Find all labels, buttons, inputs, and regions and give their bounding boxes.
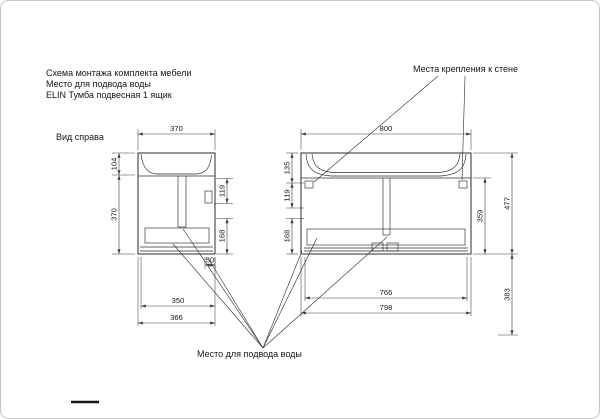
dim-side-inner-width: 350 <box>140 257 215 309</box>
dim-front-top-width-value: 800 <box>380 124 393 133</box>
title-block: Схема монтажа комплекта мебели Место для… <box>46 68 191 100</box>
dim-front-bottom-left: 168 <box>283 218 304 255</box>
dim-side-upper-height-value: 104 <box>110 158 119 171</box>
dim-front-upper-left: 135 <box>283 152 304 184</box>
dim-side-bracket-offset-value: 119 <box>218 185 227 197</box>
wall-mount-leaders <box>313 75 466 183</box>
side-view <box>137 152 216 255</box>
dim-front-top-width: 800 <box>300 124 472 150</box>
dim-front-cabinet-height: 359 <box>473 177 491 254</box>
dim-front-cabinet-height-value: 359 <box>476 210 485 223</box>
front-drawer-box <box>306 228 466 246</box>
title-line-3: ELIN Тумба подвесная 1 ящик <box>46 90 172 100</box>
wall-mount-label: Места крепления к стене <box>413 64 518 74</box>
front-basin-outline <box>305 153 467 177</box>
front-mount-bracket-left <box>304 180 314 189</box>
dim-front-under-height: 383 <box>498 254 518 336</box>
dim-front-inner-width: 766 <box>304 257 468 301</box>
front-drain-pipe <box>382 178 391 236</box>
front-cabinet-outline <box>300 152 472 255</box>
dim-front-under-height-value: 383 <box>503 288 512 301</box>
view-right-label: Вид справа <box>56 132 104 142</box>
dim-front-outer-width: 798 <box>300 257 472 316</box>
side-drain-pipe <box>177 176 187 228</box>
dim-side-top-width-value: 370 <box>170 124 183 133</box>
title-line-1: Схема монтажа комплекта мебели <box>46 68 191 78</box>
dim-front-bottom-left-value: 168 <box>283 230 292 243</box>
dim-side-body-height: 370 <box>110 175 135 255</box>
dim-side-upper-height: 104 <box>110 152 135 176</box>
side-cabinet-outline <box>137 152 216 255</box>
dim-front-outer-width-value: 798 <box>380 303 393 312</box>
front-siphon-left <box>371 242 384 252</box>
dim-side-body-height-value: 370 <box>110 208 119 221</box>
dim-front-total-height-value: 477 <box>503 197 512 210</box>
dim-front-total-height: 477 <box>473 152 518 255</box>
front-basin-inner-rim <box>311 153 461 173</box>
dim-side-bottom-clearance: 168 <box>216 218 233 255</box>
front-siphon-right <box>386 242 399 252</box>
title-line-2: Место для подвода воды <box>46 79 151 89</box>
dim-side-outer-width-value: 366 <box>170 313 183 322</box>
water-supply-label: Место для подвода воды <box>197 349 302 359</box>
dim-front-upper-left-value: 135 <box>283 162 292 175</box>
front-view <box>300 152 472 255</box>
side-wall-bracket <box>204 190 213 204</box>
dim-front-bracket-left: 119 <box>283 183 304 209</box>
front-mount-bracket-right <box>458 180 468 189</box>
water-supply-leaders <box>172 228 388 349</box>
dim-side-bottom-clearance-value: 168 <box>218 230 227 243</box>
side-drawer-box <box>144 227 210 244</box>
dim-side-back-offset-value: 50 <box>206 256 214 265</box>
dim-side-top-width: 370 <box>137 124 216 150</box>
side-basin-profile <box>140 153 212 175</box>
dim-side-inner-width-value: 350 <box>172 296 185 305</box>
dim-side-bracket-offset: 119 <box>214 178 233 204</box>
dim-front-inner-width-value: 766 <box>380 288 393 297</box>
dim-front-bracket-left-value: 119 <box>283 189 292 201</box>
dim-side-outer-width: 366 <box>137 257 216 326</box>
